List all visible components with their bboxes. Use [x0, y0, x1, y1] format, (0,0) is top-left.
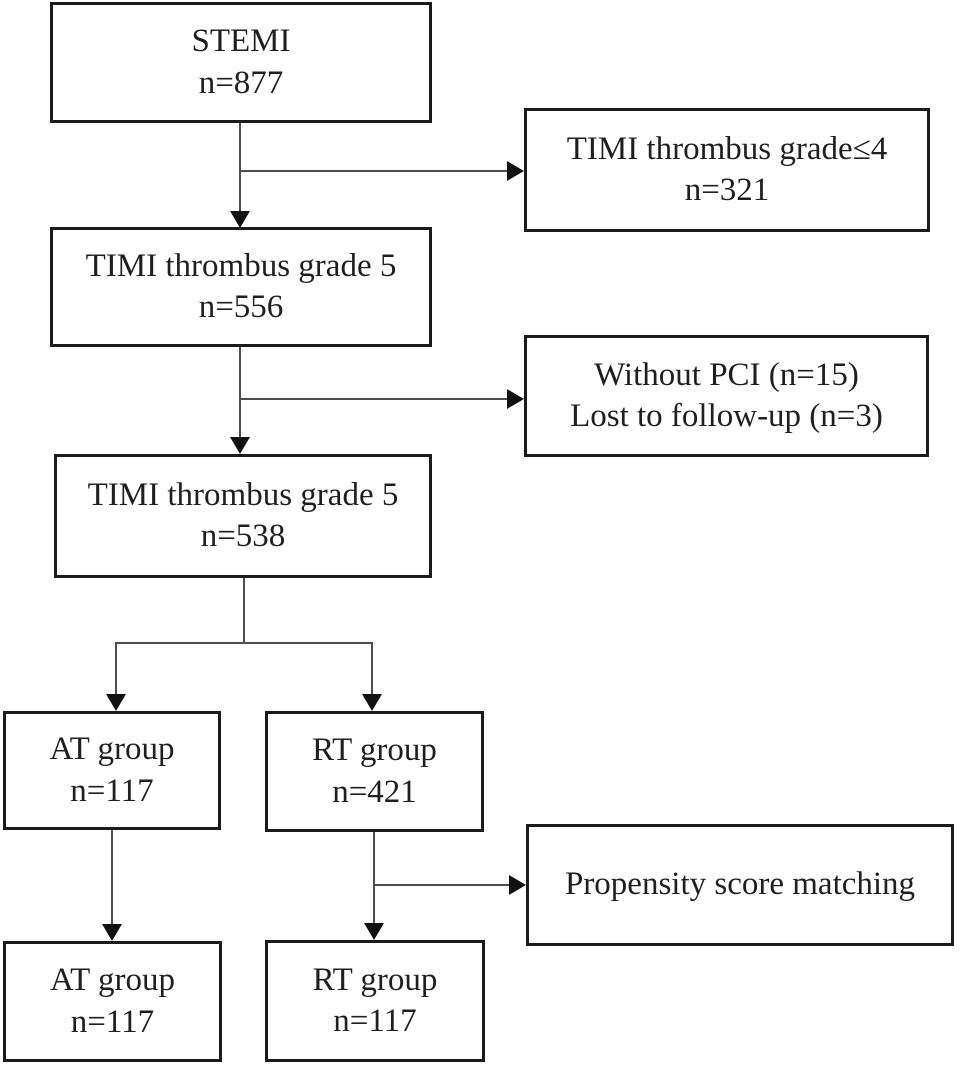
flow-box-timi-grade5-final-count: n=538	[200, 518, 286, 554]
flow-box-propensity-matching-label: Propensity score matching	[564, 866, 916, 903]
flow-box-rt-group-matched-label: RT group	[312, 961, 438, 998]
flow-box-timi-grade5-initial-label: TIMI thrombus grade 5	[85, 247, 397, 284]
flow-box-timi-grade5-final-label: TIMI thrombus grade 5	[87, 476, 399, 513]
connector-timi556-down	[239, 347, 241, 441]
arrowhead-into-timi5-final	[230, 437, 250, 454]
arrowhead-into-excluded	[507, 389, 524, 409]
flow-box-timi-grade5-final: TIMI thrombus grade 5 n=538	[54, 454, 432, 578]
flow-box-at-group-pre: AT group n=117	[3, 711, 221, 830]
flow-box-rt-group-matched-count: n=117	[333, 1003, 417, 1039]
flow-box-stemi: STEMI n=877	[50, 2, 432, 123]
flow-box-rt-group-pre-label: RT group	[312, 732, 437, 769]
flow-box-excluded-line1: Without PCI (n=15)	[594, 356, 859, 393]
flow-box-at-group-matched: AT group n=117	[3, 941, 222, 1062]
connector-stemi-down	[239, 123, 241, 214]
flow-box-at-group-matched-count: n=117	[70, 1003, 155, 1040]
arrowhead-into-propensity	[509, 875, 526, 895]
flow-box-timi-grade-le4: TIMI thrombus grade≤4 n=321	[524, 108, 930, 232]
connector-timi538-down	[243, 578, 245, 644]
connector-branch-to-propensity	[374, 884, 510, 886]
flow-box-at-group-pre-label: AT group	[49, 731, 175, 768]
flow-box-rt-group-pre-count: n=421	[332, 773, 417, 810]
flow-box-rt-group-matched: RT group n=117	[265, 940, 485, 1062]
connector-split-right-down	[371, 642, 373, 695]
connector-branch-to-grade-le4	[240, 170, 508, 172]
flow-box-rt-group-pre: RT group n=421	[265, 711, 484, 832]
connector-at-down	[111, 830, 113, 925]
flow-box-timi-grade5-initial: TIMI thrombus grade 5 n=556	[50, 227, 432, 347]
arrowhead-into-rt-group-pre	[362, 694, 382, 711]
flow-box-timi-grade-le4-label: TIMI thrombus grade≤4	[566, 130, 888, 167]
arrowhead-into-at-group-matched	[102, 924, 122, 941]
connector-split-left-down	[115, 642, 117, 695]
flow-box-timi-grade5-initial-count: n=556	[198, 289, 284, 325]
flow-box-at-group-matched-label: AT group	[50, 962, 175, 999]
flow-box-stemi-label: STEMI	[191, 23, 291, 60]
flow-box-excluded-line2: Lost to follow-up (n=3)	[570, 398, 883, 434]
arrowhead-into-at-group-pre	[106, 694, 126, 711]
connector-branch-to-excluded	[240, 398, 508, 400]
arrowhead-into-grade-le4	[507, 161, 524, 181]
arrowhead-into-timi5-initial	[230, 211, 250, 228]
connector-split-horizontal	[116, 642, 373, 644]
flow-box-propensity-matching: Propensity score matching	[526, 824, 954, 946]
connector-rt-down	[373, 832, 375, 924]
flow-box-timi-grade-le4-count: n=321	[684, 172, 770, 208]
flow-box-stemi-count: n=877	[198, 64, 284, 101]
arrowhead-into-rt-group-matched	[364, 923, 384, 940]
flow-box-at-group-pre-count: n=117	[70, 772, 154, 809]
flow-box-excluded: Without PCI (n=15) Lost to follow-up (n=…	[524, 335, 929, 457]
